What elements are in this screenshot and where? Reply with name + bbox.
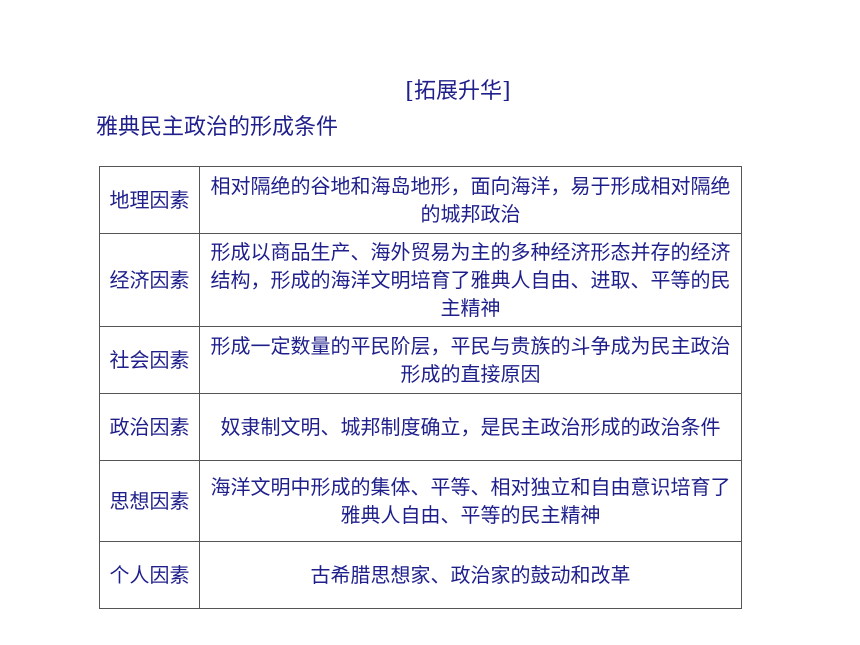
description-cell: 形成一定数量的平民阶层，平民与贵族的斗争成为民主政治形成的直接原因 bbox=[199, 326, 742, 394]
section-title: [拓展升华] bbox=[405, 79, 511, 104]
table-row: 政治因素 奴隶制文明、城邦制度确立，是民主政治形成的政治条件 bbox=[99, 393, 742, 461]
table-row: 社会因素 形成一定数量的平民阶层，平民与贵族的斗争成为民主政治形成的直接原因 bbox=[99, 326, 742, 394]
description-cell: 相对隔绝的谷地和海岛地形，面向海洋，易于形成相对隔绝的城邦政治 bbox=[199, 166, 742, 234]
description-cell: 奴隶制文明、城邦制度确立，是民主政治形成的政治条件 bbox=[199, 393, 742, 461]
factors-table: 地理因素 相对隔绝的谷地和海岛地形，面向海洋，易于形成相对隔绝的城邦政治 经济因… bbox=[99, 166, 742, 609]
table-row: 个人因素 古希腊思想家、政治家的鼓动和改革 bbox=[99, 541, 742, 609]
page-subtitle: 雅典民主政治的形成条件 bbox=[96, 115, 339, 140]
factor-cell: 社会因素 bbox=[99, 326, 200, 394]
description-cell: 形成以商品生产、海外贸易为主的多种经济形态并存的经济结构，形成的海洋文明培育了雅… bbox=[199, 233, 742, 327]
factor-cell: 政治因素 bbox=[99, 393, 200, 461]
factor-cell: 个人因素 bbox=[99, 541, 200, 609]
table-row: 地理因素 相对隔绝的谷地和海岛地形，面向海洋，易于形成相对隔绝的城邦政治 bbox=[99, 166, 742, 234]
factor-cell: 地理因素 bbox=[99, 166, 200, 234]
factor-cell: 经济因素 bbox=[99, 233, 200, 327]
factor-cell: 思想因素 bbox=[99, 460, 200, 542]
description-cell: 古希腊思想家、政治家的鼓动和改革 bbox=[199, 541, 742, 609]
table-row: 经济因素 形成以商品生产、海外贸易为主的多种经济形态并存的经济结构，形成的海洋文… bbox=[99, 233, 742, 327]
table-row: 思想因素 海洋文明中形成的集体、平等、相对独立和自由意识培育了雅典人自由、平等的… bbox=[99, 460, 742, 542]
description-cell: 海洋文明中形成的集体、平等、相对独立和自由意识培育了雅典人自由、平等的民主精神 bbox=[199, 460, 742, 542]
